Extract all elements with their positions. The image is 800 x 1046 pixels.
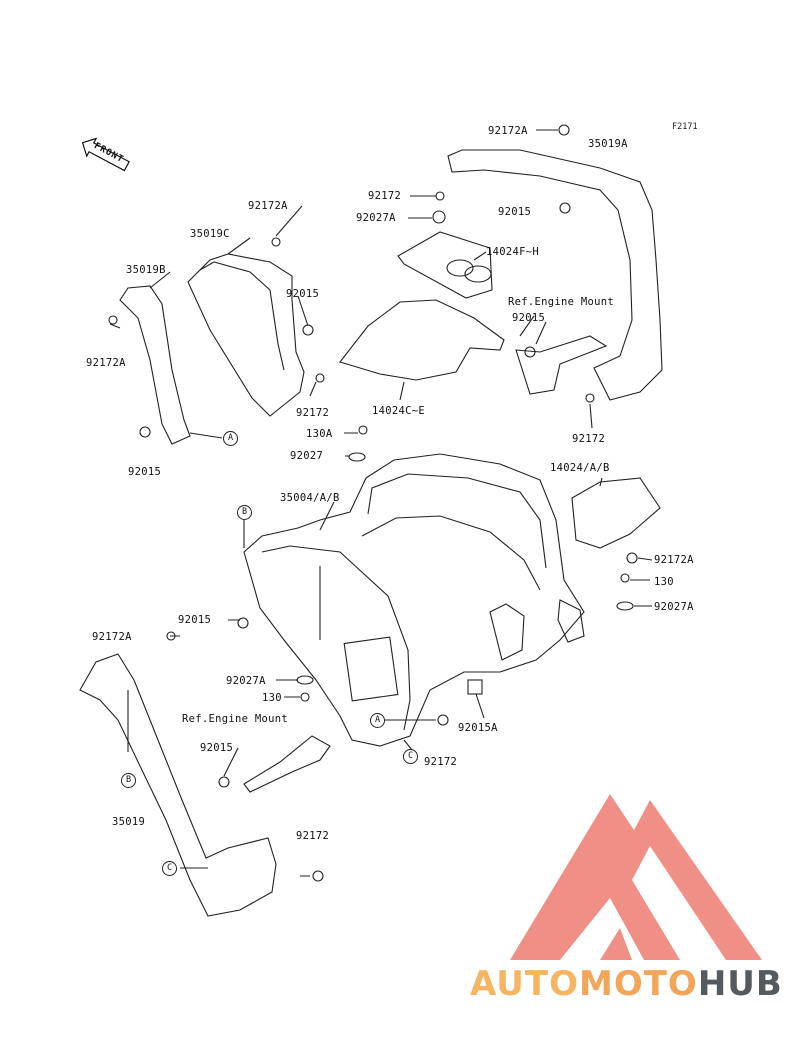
watermark-text: AUTOMOTOHUB bbox=[470, 964, 783, 1004]
part-label: 92027A bbox=[226, 675, 266, 687]
part-label: 92015 bbox=[200, 742, 234, 754]
part-label: 92172 bbox=[368, 190, 402, 202]
part-label: 92015 bbox=[178, 614, 212, 626]
part-label: 130 bbox=[262, 692, 282, 704]
part-label: 14024F~H bbox=[486, 246, 539, 258]
callout-c: C bbox=[162, 861, 177, 876]
callout-b: B bbox=[237, 505, 252, 520]
part-label: 92172 bbox=[296, 407, 330, 419]
callout-a: A bbox=[223, 431, 238, 446]
fender-35019B bbox=[119, 285, 191, 445]
part-label: 92015A bbox=[458, 722, 498, 734]
part-label: 92172A bbox=[248, 200, 288, 212]
watermark-part: HUB bbox=[697, 964, 783, 1004]
part-label: Ref.Engine Mount bbox=[508, 296, 614, 308]
part-label: 14024C~E bbox=[372, 405, 425, 417]
part-label: 35019A bbox=[588, 138, 628, 150]
watermark-logo-icon bbox=[510, 794, 762, 960]
cover-14024AB bbox=[571, 477, 661, 549]
part-label: 92027A bbox=[356, 212, 396, 224]
part-label: 130 bbox=[654, 576, 674, 588]
part-label: 92172 bbox=[424, 756, 458, 768]
part-label: 130A bbox=[306, 428, 333, 440]
fender-35019 bbox=[79, 653, 277, 917]
watermark-part: MOTO bbox=[578, 964, 698, 1004]
part-label: 92015 bbox=[512, 312, 546, 324]
part-label: 92027 bbox=[290, 450, 324, 462]
part-label: 92172A bbox=[654, 554, 694, 566]
part-label: 92015 bbox=[128, 466, 162, 478]
callout-c: C bbox=[403, 749, 418, 764]
part-label: 92027A bbox=[654, 601, 694, 613]
part-label: 35019 bbox=[112, 816, 146, 828]
part-label: 35019B bbox=[126, 264, 166, 276]
part-label: 92172A bbox=[488, 125, 528, 137]
main-fender-35004 bbox=[243, 453, 585, 747]
front-arrow: FRONT bbox=[76, 132, 134, 177]
part-label: 92172A bbox=[86, 357, 126, 369]
cover-14024F bbox=[397, 231, 493, 299]
part-label: 35004/A/B bbox=[280, 492, 340, 504]
front-arrow-icon bbox=[81, 137, 130, 172]
part-label: 92015 bbox=[286, 288, 320, 300]
fender-35019A bbox=[447, 149, 663, 401]
fasteners bbox=[108, 124, 638, 882]
part-label: Ref.Engine Mount bbox=[182, 713, 288, 725]
part-label: 92172 bbox=[572, 433, 606, 445]
part-label: 92172 bbox=[296, 830, 330, 842]
cover-14024C bbox=[339, 299, 505, 381]
watermark-part: AUTO bbox=[470, 964, 579, 1004]
fender-35019C bbox=[187, 253, 305, 417]
callout-a: A bbox=[370, 713, 385, 728]
diagram-code: F2171 bbox=[672, 122, 698, 132]
part-label: 35019C bbox=[190, 228, 230, 240]
part-label: 92172A bbox=[92, 631, 132, 643]
part-label: 14024/A/B bbox=[550, 462, 610, 474]
part-label: 92015 bbox=[498, 206, 532, 218]
callout-b: B bbox=[121, 773, 136, 788]
